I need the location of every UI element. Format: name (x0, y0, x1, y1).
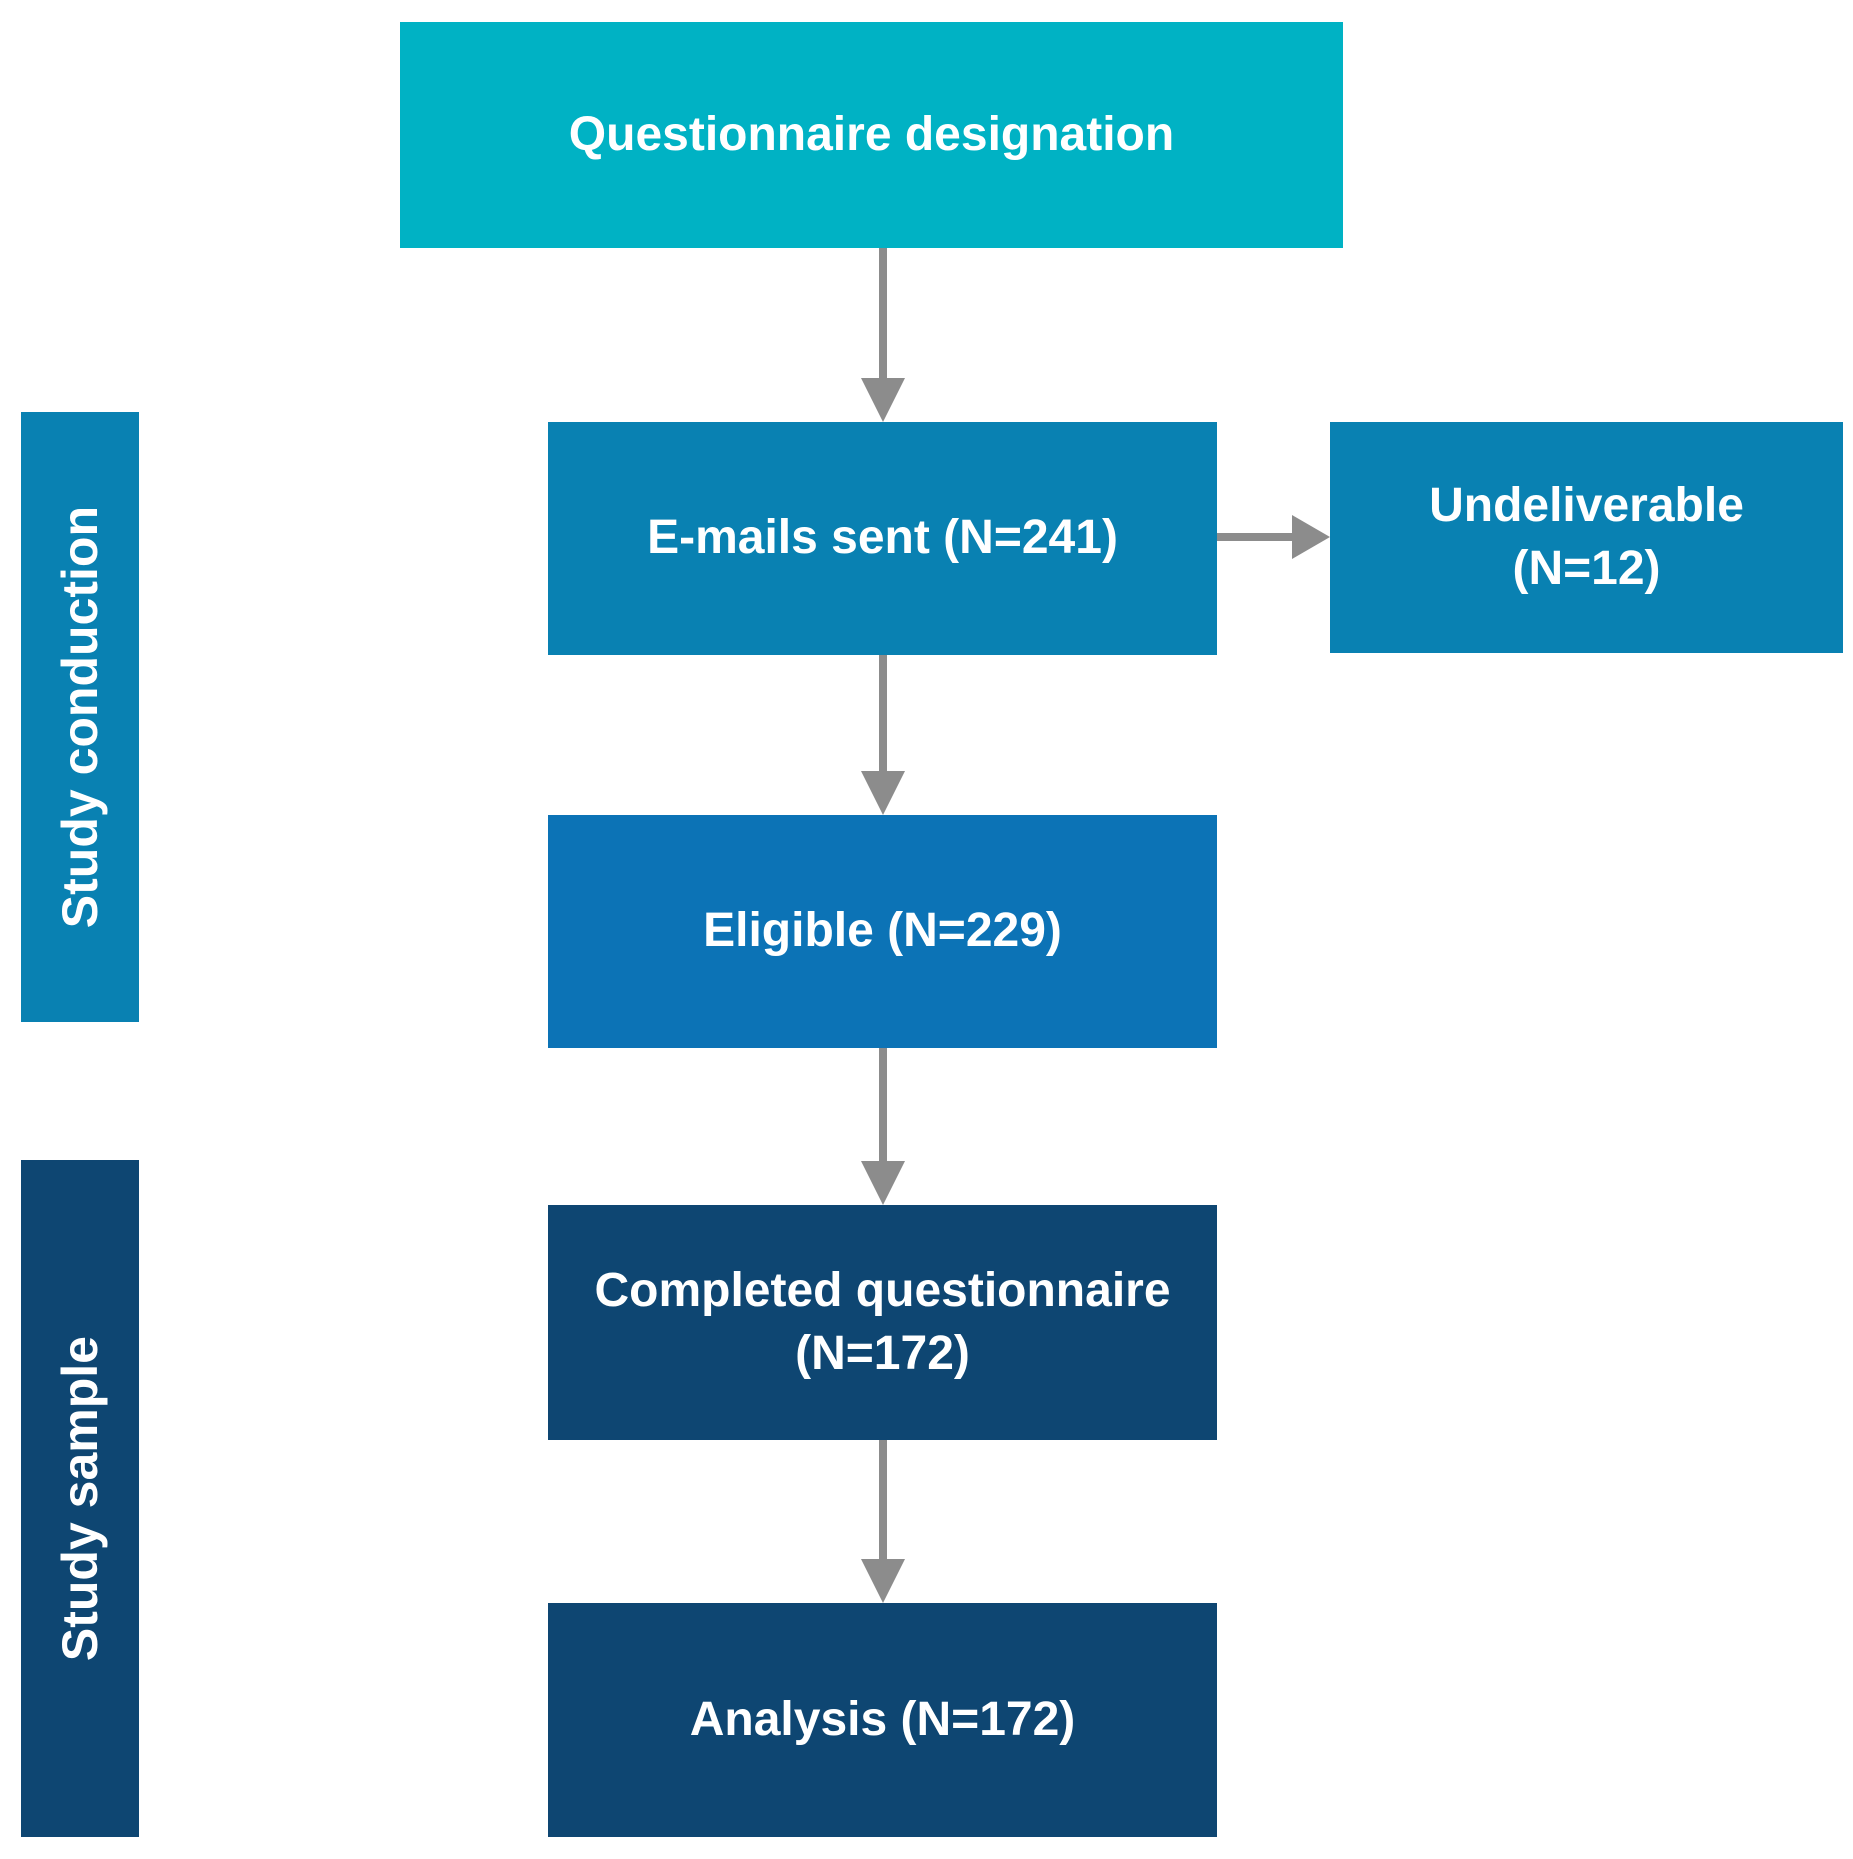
arrowhead-down-icon (861, 1559, 905, 1603)
node-label: Questionnaire designation (568, 107, 1175, 161)
flow-arrow-emails-to-eligible-shaft (879, 655, 887, 775)
arrowhead-down-icon (861, 771, 905, 815)
flow-arrow-completed-to-analysis-shaft (879, 1440, 887, 1563)
arrowhead-down-icon (861, 1161, 905, 1205)
node-undeliverable: Undeliverable (N=12) (1330, 422, 1843, 653)
section-bar-study-sample: Study sample (21, 1160, 139, 1837)
section-label: Study sample (52, 1335, 108, 1662)
section-bar-study-conduction: Study conduction (21, 412, 139, 1022)
arrowhead-right-icon (1292, 515, 1330, 559)
node-analysis: Analysis (N=172) (548, 1603, 1217, 1837)
node-emails-sent: E-mails sent (N=241) (548, 422, 1217, 655)
flow-arrow-questionnaire-to-emails-shaft (879, 248, 887, 382)
node-label: Eligible (N=229) (703, 904, 1062, 958)
node-label-line2: (N=172) (795, 1326, 970, 1380)
node-questionnaire-designation: Questionnaire designation (400, 22, 1343, 248)
node-label-line2: (N=12) (1512, 541, 1661, 595)
flow-arrow-emails-to-undeliverable-shaft (1217, 533, 1294, 541)
node-label: Analysis (N=172) (689, 1692, 1076, 1746)
node-eligible: Eligible (N=229) (548, 815, 1217, 1048)
flow-arrow-eligible-to-completed-shaft (879, 1048, 887, 1165)
section-label: Study conduction (52, 505, 108, 929)
node-completed-questionnaire: Completed questionnaire (N=172) (548, 1205, 1217, 1440)
node-label-line1: Undeliverable (1429, 479, 1744, 533)
arrowhead-down-icon (861, 378, 905, 422)
node-label: E-mails sent (N=241) (647, 511, 1118, 565)
node-label-line1: Completed questionnaire (594, 1264, 1171, 1318)
